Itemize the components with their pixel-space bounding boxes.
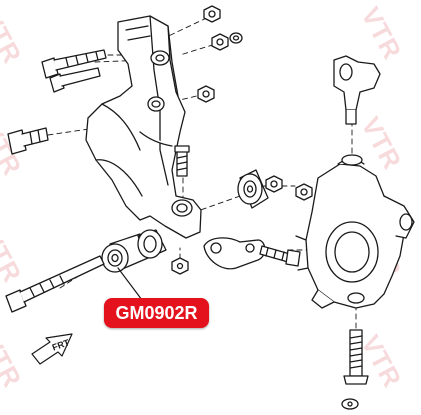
nut-top-1 xyxy=(203,5,221,23)
callout-leader xyxy=(117,267,143,301)
threaded-stud xyxy=(343,329,369,385)
bolt-top-2 xyxy=(49,67,101,93)
nut-bushing xyxy=(265,175,283,193)
bolt-link xyxy=(259,245,301,267)
bolt-lower xyxy=(5,255,105,313)
steering-knuckle xyxy=(295,154,415,309)
nut-middle xyxy=(197,85,215,103)
link-bracket xyxy=(203,237,266,270)
ball-joint xyxy=(333,55,381,125)
part-number-callout: GM0902R xyxy=(104,298,209,328)
front-direction-arrow-icon xyxy=(31,333,73,365)
bolt-top-1 xyxy=(41,49,107,79)
washer-top xyxy=(229,32,243,44)
nut-top-2 xyxy=(211,33,229,51)
nut-lower xyxy=(171,257,189,275)
sleeve-bushing xyxy=(137,229,167,259)
cotter-pin xyxy=(341,398,359,410)
bolt-vertical xyxy=(174,145,190,177)
subframe-bracket xyxy=(85,15,202,239)
rear-bushing xyxy=(237,169,269,209)
bolt-middle xyxy=(7,127,49,155)
nut-knuckle xyxy=(295,183,313,201)
